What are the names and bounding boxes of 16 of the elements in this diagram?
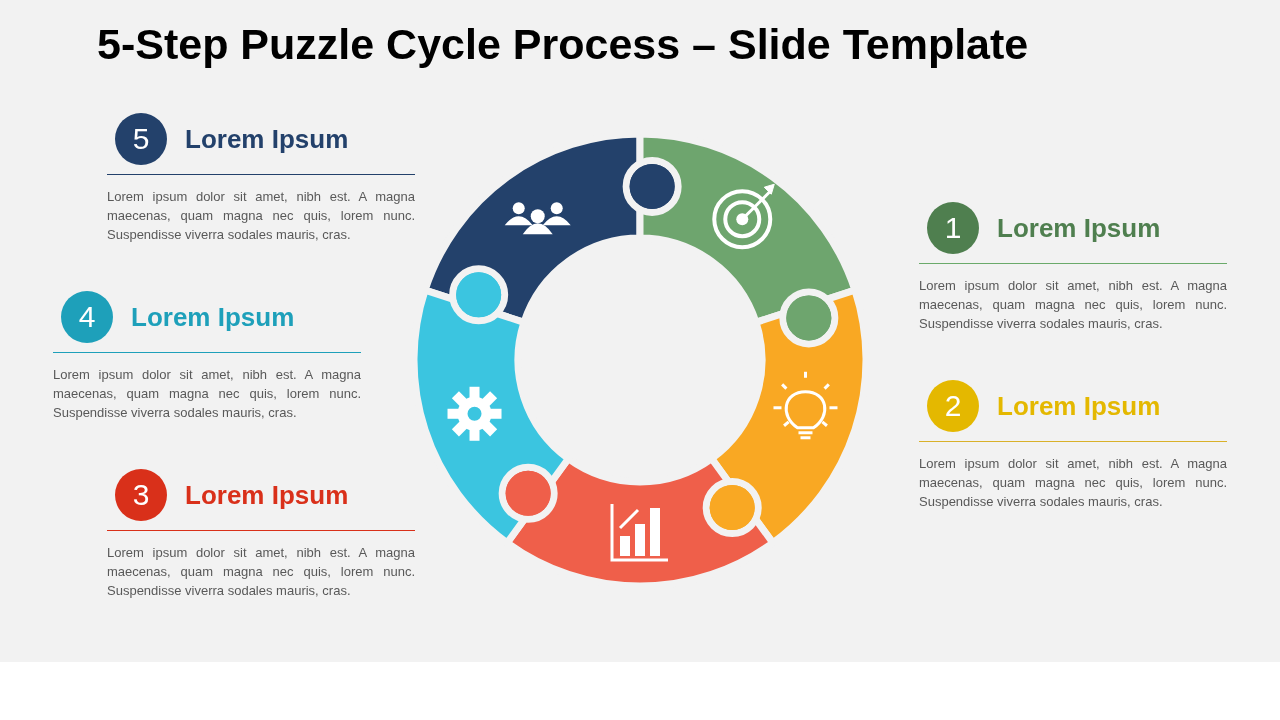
step-heading: Lorem Ipsum <box>131 301 295 333</box>
number-badge: 4 <box>61 291 113 343</box>
step-description: Lorem ipsum dolor sit amet, nibh est. A magna maecenas, quam magna nec quis, lorem nunc. Suspendisse viverra sodales mauris, cras. <box>919 277 1227 333</box>
step-description: Lorem ipsum dolor sit amet, nibh est. A magna maecenas, quam magna nec quis, lorem nunc. Suspendisse viverra sodales mauris, cras. <box>53 366 361 422</box>
number-badge: 3 <box>115 469 167 521</box>
slide-title: 5-Step Puzzle Cycle Process – Slide Template <box>97 20 1029 69</box>
step-description: Lorem ipsum dolor sit amet, nibh est. A magna maecenas, quam magna nec quis, lorem nunc. Suspendisse viverra sodales mauris, cras. <box>107 544 415 600</box>
step-heading: Lorem Ipsum <box>185 123 349 155</box>
step-heading: Lorem Ipsum <box>997 212 1161 244</box>
number-badge: 1 <box>927 202 979 254</box>
step-heading: Lorem Ipsum <box>997 390 1161 422</box>
number-badge: 2 <box>927 380 979 432</box>
number-badge: 5 <box>115 113 167 165</box>
step-description: Lorem ipsum dolor sit amet, nibh est. A magna maecenas, quam magna nec quis, lorem nunc. Suspendisse viverra sodales mauris, cras. <box>107 188 415 244</box>
step-heading: Lorem Ipsum <box>185 479 349 511</box>
step-description: Lorem ipsum dolor sit amet, nibh est. A magna maecenas, quam magna nec quis, lorem nunc. Suspendisse viverra sodales mauris, cras. <box>919 455 1227 511</box>
